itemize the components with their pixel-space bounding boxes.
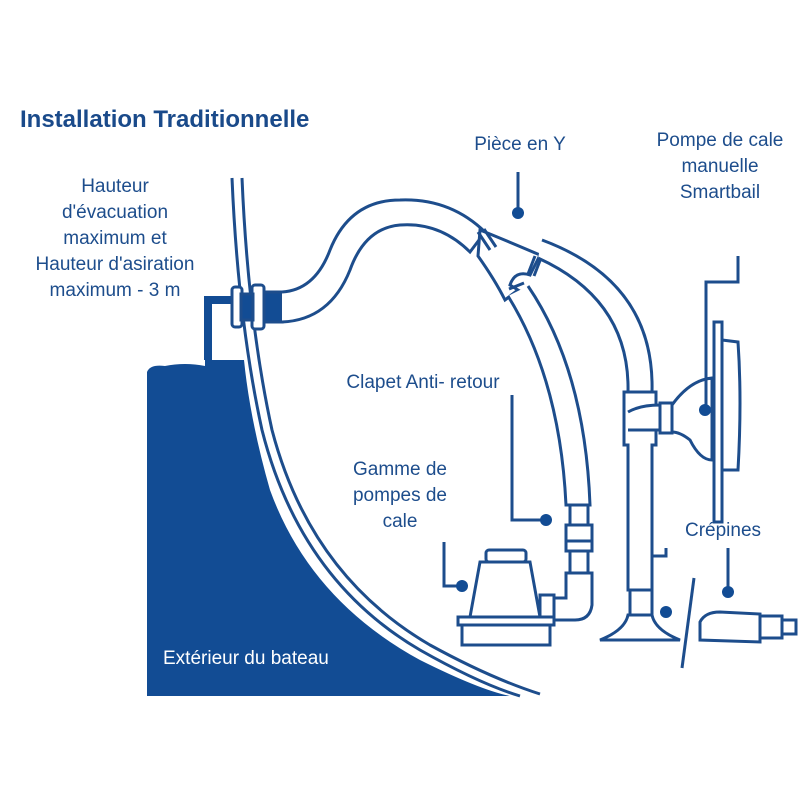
label-line: Pompe de cale (656, 130, 784, 151)
label-max-height: Hauteur d'évacuation maximum et Hauteur … (0, 174, 230, 304)
label-line: d'évacuation (61, 202, 169, 223)
label-line: maximum - 3 m (49, 280, 181, 301)
label-line: Gamme de (353, 459, 447, 480)
manual-pump-pipe (599, 390, 681, 642)
discharge-hose (281, 198, 487, 324)
label-y-piece: Pièce en Y (474, 134, 566, 155)
label-line: Smartbail (679, 182, 761, 203)
callout-lines (442, 172, 740, 669)
through-hull-fitting (204, 283, 284, 360)
hull-exterior-shape (147, 360, 510, 696)
callout-dots (456, 207, 734, 618)
label-line: Hauteur (81, 176, 149, 197)
label-strainers: Crépines (684, 520, 762, 541)
label-line: pompes de (352, 485, 447, 506)
smartbail-pump (670, 320, 742, 524)
pump-hose (506, 285, 592, 507)
label-pump-range: Gamme de pompes de cale (330, 457, 470, 535)
label-manual-pump: Pompe de cale manuelle Smartbail (630, 128, 800, 206)
strainer (698, 610, 798, 644)
label-line: manuelle (681, 156, 759, 177)
check-valve (546, 503, 594, 622)
label-check-valve: Clapet Anti- retour (346, 372, 500, 393)
label-line: maximum et (63, 228, 167, 249)
label-hull-exterior: Extérieur du bateau (163, 648, 329, 669)
label-line: Hauteur d'asiration (35, 254, 195, 275)
diagram-title: Installation Traditionnelle (20, 106, 310, 133)
label-line: cale (382, 511, 418, 532)
electric-bilge-pump (456, 548, 556, 647)
